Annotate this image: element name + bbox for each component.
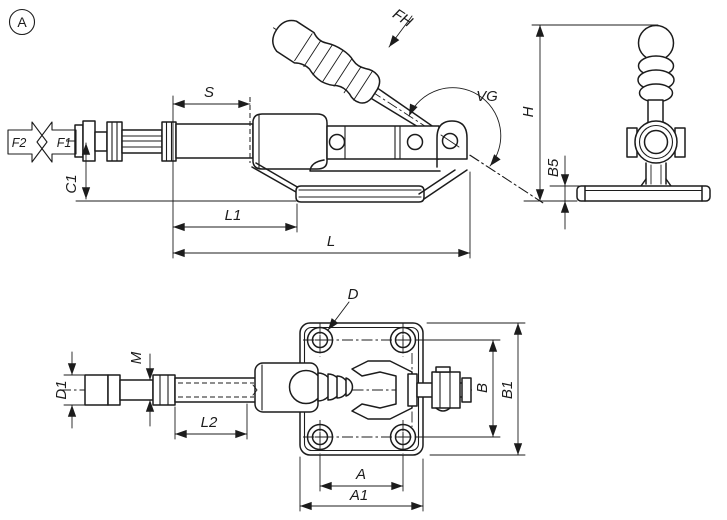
dim-label-l: L bbox=[327, 233, 335, 250]
rivet-left bbox=[328, 133, 346, 151]
hex-nut-left bbox=[106, 121, 123, 162]
arm-rod-end bbox=[461, 377, 472, 403]
dim-label-b: B bbox=[474, 383, 491, 393]
opening-angle-arc bbox=[408, 87, 502, 167]
force-label-f2: F2 bbox=[12, 136, 27, 150]
spindle-top bbox=[84, 374, 258, 406]
handle-grip bbox=[272, 19, 381, 104]
view-marker-circle bbox=[8, 8, 36, 36]
rivet-right bbox=[406, 133, 424, 151]
clamp-arm-top bbox=[351, 360, 413, 420]
dim-label-c1: C1 bbox=[63, 174, 80, 193]
dim-label-h: H bbox=[520, 106, 537, 117]
front-view: H B5 bbox=[520, 24, 711, 230]
housing-side bbox=[252, 113, 328, 170]
handle-force-arrow bbox=[388, 15, 413, 48]
pivot-boss bbox=[634, 120, 678, 164]
view-marker-label: A bbox=[17, 14, 27, 30]
force-arrow-f2 bbox=[7, 121, 48, 163]
dim-label-vg: VG bbox=[476, 88, 498, 105]
dim-label-s: S bbox=[204, 84, 214, 101]
mounting-hole bbox=[389, 423, 417, 451]
side-view: C1 S L1 L FH VG F2 F1 A bbox=[7, 6, 544, 259]
base-flange-side bbox=[251, 158, 468, 203]
base-foot-front bbox=[576, 185, 711, 202]
arm-clevis bbox=[431, 371, 461, 409]
hex-nut-top bbox=[152, 374, 176, 406]
arm-pivot-block bbox=[407, 373, 418, 407]
dim-label-b1: B1 bbox=[499, 381, 516, 399]
dim-label-m: M bbox=[128, 351, 145, 364]
dim-label-l2: L2 bbox=[201, 414, 218, 431]
handle-knob-top bbox=[288, 369, 354, 405]
plunger-bar bbox=[175, 123, 254, 159]
dim-label-a1: A1 bbox=[349, 487, 368, 504]
mounting-hole bbox=[306, 423, 334, 451]
top-view: D D1 M L2 B B1 A A1 bbox=[53, 286, 526, 512]
handle-knob-front bbox=[637, 24, 675, 127]
leader-d bbox=[327, 301, 350, 331]
hex-nut-right bbox=[161, 121, 177, 162]
dim-label-fh: FH bbox=[389, 6, 415, 31]
spindle-side bbox=[74, 97, 254, 163]
mounting-hole bbox=[389, 326, 417, 354]
mounting-hole bbox=[306, 326, 334, 354]
dim-label-b5: B5 bbox=[545, 158, 562, 177]
dim-label-l1: L1 bbox=[225, 207, 242, 224]
force-label-f1: F1 bbox=[57, 136, 72, 150]
dim-label-d: D bbox=[348, 286, 359, 303]
open-position-centerline bbox=[469, 154, 544, 204]
spindle-pad-top bbox=[84, 374, 109, 406]
dim-label-a: A bbox=[355, 466, 366, 483]
base-column bbox=[640, 162, 672, 187]
threaded-rod-top bbox=[174, 377, 258, 403]
force-arrow-f1 bbox=[36, 121, 77, 163]
threaded-section bbox=[121, 129, 163, 154]
dim-label-d1: D1 bbox=[53, 380, 70, 399]
